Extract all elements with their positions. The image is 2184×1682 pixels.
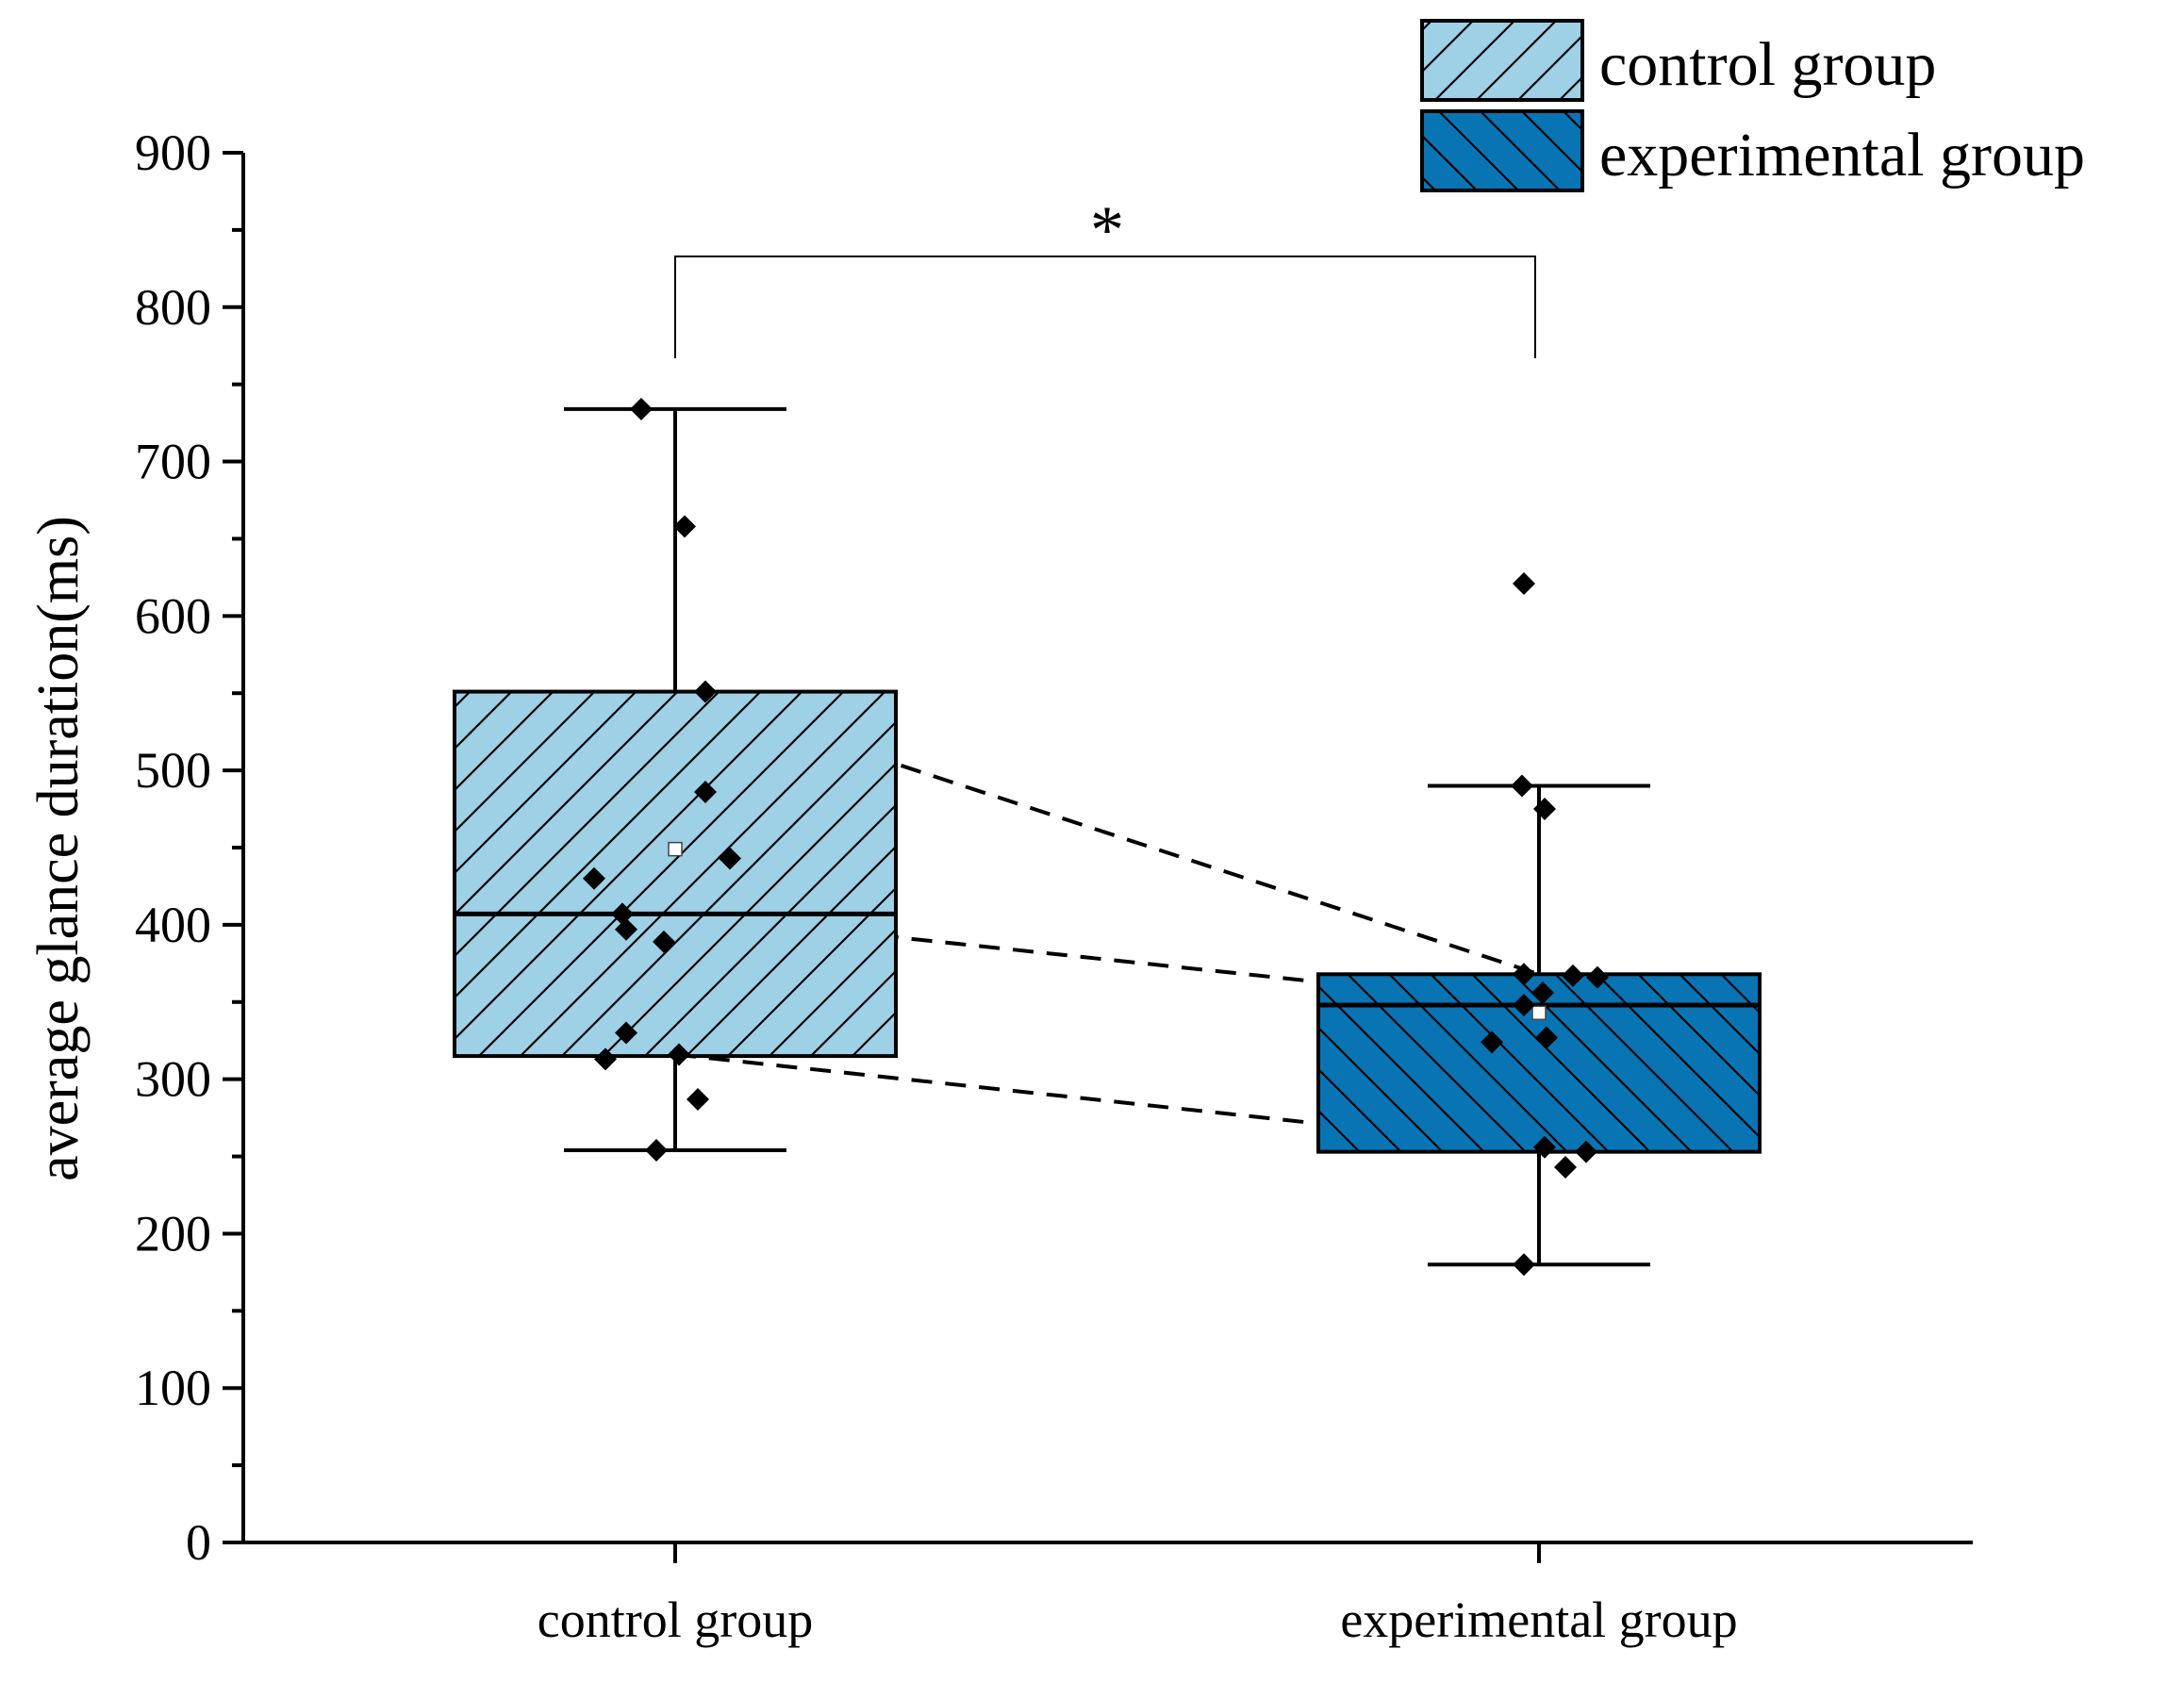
data-point: [668, 1043, 690, 1066]
data-point: [687, 1087, 709, 1111]
data-point: [653, 930, 675, 953]
legend-label-control: control group: [1599, 30, 1936, 99]
legend-label-experimental: experimental group: [1599, 121, 2085, 190]
y-tick-label: 300: [135, 1051, 211, 1108]
mean-marker: [1531, 1005, 1547, 1020]
data-point: [594, 1047, 617, 1071]
data-point: [1513, 963, 1535, 986]
y-tick-label: 100: [135, 1360, 211, 1416]
y-tick-label: 400: [135, 897, 211, 953]
data-point: [645, 1139, 668, 1163]
data-point: [1481, 1031, 1503, 1054]
data-point: [1586, 965, 1609, 989]
data-point: [1531, 981, 1554, 1004]
data-point: [1513, 994, 1535, 1017]
x-tick-label: control group: [538, 1591, 813, 1648]
boxes: [453, 406, 1762, 1267]
data-point: [630, 397, 653, 420]
data-point: [694, 781, 717, 804]
significance-bracket: *: [674, 192, 1536, 358]
data-point: [1575, 1140, 1597, 1163]
y-tick-label: 0: [186, 1514, 211, 1571]
data-point: [1513, 571, 1535, 595]
mean-marker: [668, 841, 683, 857]
legend-swatch-control-hatch: [1420, 19, 1584, 102]
y-tick-label: 600: [135, 587, 211, 644]
data-point: [615, 917, 637, 941]
data-point: [719, 847, 741, 870]
y-tick-label: 200: [135, 1205, 211, 1262]
data-point: [583, 866, 605, 890]
data-point: [1513, 1253, 1535, 1277]
data-point: [1562, 964, 1584, 987]
y-tick-label: 900: [135, 124, 211, 181]
legend-swatch-experimental-hatch: [1420, 109, 1584, 192]
box-hatch: [453, 689, 898, 1059]
data-point: [1511, 774, 1533, 798]
data-point: [1533, 1135, 1556, 1159]
data-point: [1554, 1156, 1577, 1179]
y-tick-label: 500: [135, 742, 211, 799]
data-point: [1535, 1026, 1558, 1049]
y-axis-title: average glance duration(ms): [26, 516, 91, 1181]
data-point: [1533, 798, 1556, 821]
y-tick-label: 700: [135, 434, 211, 490]
box-hatch: [1316, 972, 1762, 1154]
significance-star: *: [1090, 192, 1124, 268]
legend: control group experimental group: [1420, 19, 2085, 192]
data-point: [615, 1021, 637, 1045]
axes: 0 100 200 300 400 500 600 700 800 900 control grou…: [135, 124, 1973, 1648]
data-point: [611, 902, 634, 926]
data-point: [694, 680, 717, 703]
bracket-line: [674, 256, 1536, 358]
data-points: [583, 397, 1609, 1277]
data-point: [673, 515, 696, 538]
y-tick-label: 800: [135, 279, 211, 336]
x-tick-label: experimental group: [1340, 1591, 1737, 1648]
